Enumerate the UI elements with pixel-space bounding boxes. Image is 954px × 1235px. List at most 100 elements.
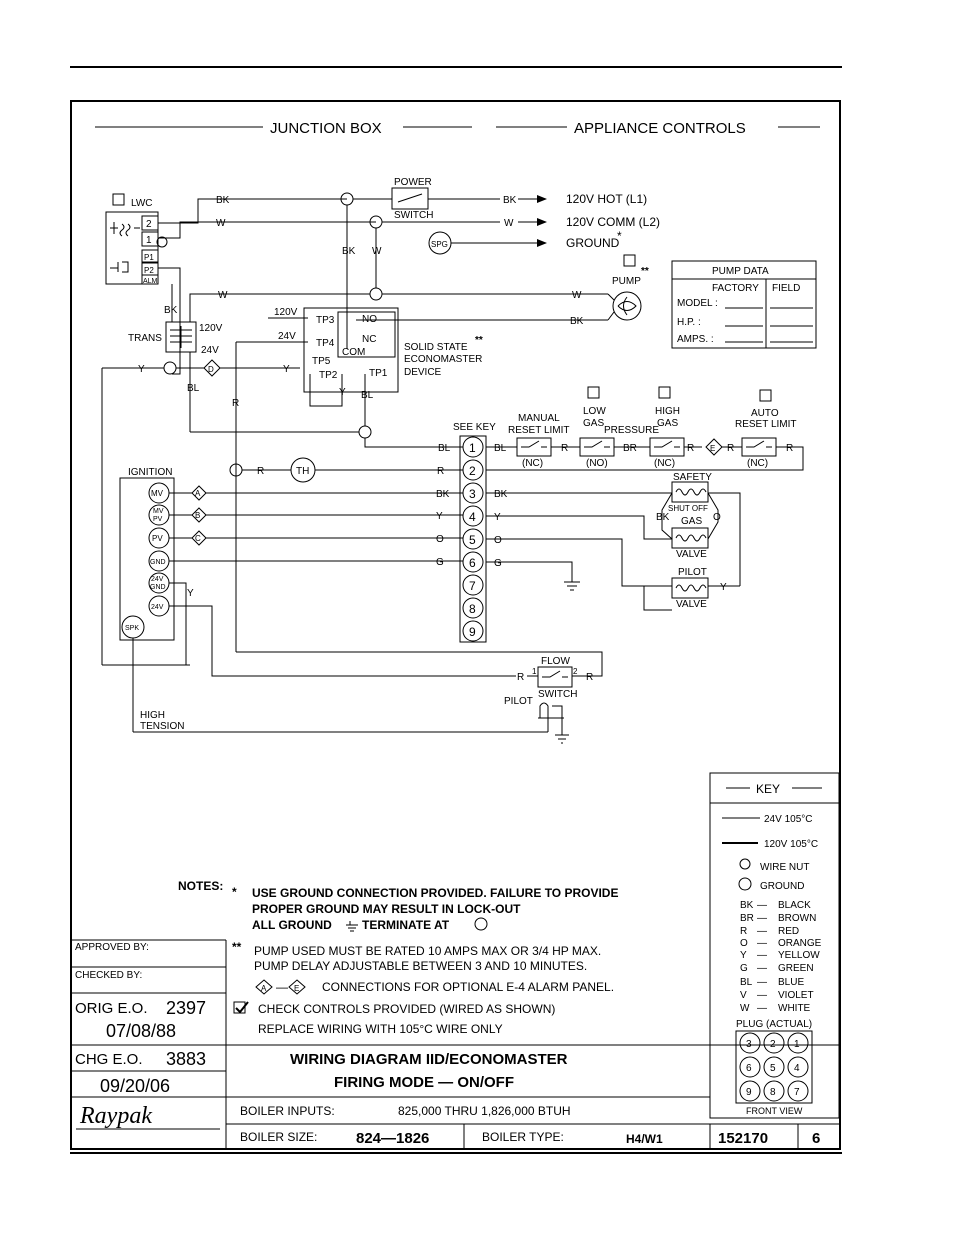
svg-text:TENSION: TENSION [140, 721, 184, 732]
svg-text:2: 2 [146, 219, 152, 230]
svg-text:SAFETY: SAFETY [673, 472, 712, 483]
svg-text:6: 6 [746, 1063, 752, 1074]
svg-text:BK: BK [570, 316, 584, 327]
svg-text:1: 1 [146, 235, 152, 246]
svg-text:TERMINATE AT: TERMINATE AT [362, 918, 450, 932]
svg-text:07/08/88: 07/08/88 [106, 1021, 176, 1041]
svg-text:TP1: TP1 [369, 368, 388, 379]
svg-text:5: 5 [770, 1063, 776, 1074]
svg-text:TH: TH [296, 466, 309, 477]
svg-text:FIELD: FIELD [772, 283, 800, 294]
svg-text:APPROVED BY:: APPROVED BY: [75, 942, 149, 953]
svg-text:VALVE: VALVE [676, 599, 707, 610]
svg-text:2: 2 [573, 667, 578, 676]
svg-text:MODEL :: MODEL : [677, 298, 718, 309]
svg-text:MV: MV [153, 508, 164, 515]
svg-text:9: 9 [746, 1087, 752, 1098]
svg-text:120V: 120V [199, 323, 223, 334]
svg-text:PLUG (ACTUAL): PLUG (ACTUAL) [736, 1019, 812, 1030]
check-icon [233, 1001, 246, 1014]
svg-text:O: O [436, 534, 444, 545]
svg-text:CHECK CONTROLS PROVIDED (WIRED: CHECK CONTROLS PROVIDED (WIRED AS SHOWN) [258, 1002, 555, 1016]
svg-text:GAS: GAS [583, 418, 604, 429]
svg-text:8: 8 [469, 602, 476, 616]
svg-text:W: W [218, 290, 228, 301]
svg-text:G: G [740, 963, 748, 974]
economaster-device: TP3 TP4 TP5 TP2 TP1 NO NC COM 120V 24V S… [274, 307, 483, 393]
pump-data-table: PUMP DATA FACTORY FIELD MODEL : H.P. : A… [671, 260, 817, 349]
svg-text:TP4: TP4 [316, 338, 335, 349]
svg-text:9: 9 [469, 625, 476, 639]
svg-text:YELLOW: YELLOW [778, 950, 820, 961]
svg-text:—: — [757, 963, 767, 974]
svg-text:(NC): (NC) [654, 458, 675, 469]
svg-text:R: R [586, 672, 593, 683]
svg-text:ORIG E.O.: ORIG E.O. [75, 1000, 148, 1017]
svg-text:BOILER TYPE:: BOILER TYPE: [482, 1130, 564, 1144]
svg-text:BL: BL [361, 390, 374, 401]
svg-text:RESET LIMIT: RESET LIMIT [508, 425, 570, 436]
svg-text:**: ** [475, 335, 483, 346]
svg-text:5: 5 [469, 533, 476, 547]
svg-text:WHITE: WHITE [778, 1003, 811, 1014]
svg-text:(NC): (NC) [747, 458, 768, 469]
title-block: APPROVED BY: CHECKED BY: ORIG E.O. 2397 … [71, 939, 840, 1149]
svg-text:—: — [757, 990, 767, 1001]
svg-text:BOILER INPUTS:: BOILER INPUTS: [240, 1104, 335, 1118]
svg-text:G: G [436, 557, 444, 568]
svg-text:Y: Y [494, 512, 501, 523]
svg-text:GROUND: GROUND [566, 236, 620, 250]
svg-text:BK: BK [740, 900, 754, 911]
svg-text:O: O [740, 938, 748, 949]
svg-text:W: W [572, 290, 582, 301]
svg-text:USE GROUND CONNECTION PROVIDED: USE GROUND CONNECTION PROVIDED. FAILURE … [252, 886, 618, 900]
svg-text:Y: Y [740, 950, 747, 961]
svg-text:ALM: ALM [143, 278, 158, 285]
svg-text:P1: P1 [144, 253, 154, 262]
svg-text:A: A [261, 984, 267, 993]
notes: NOTES: * USE GROUND CONNECTION PROVIDED.… [178, 879, 618, 1036]
svg-text:POWER: POWER [394, 177, 432, 188]
svg-text:3: 3 [469, 487, 476, 501]
svg-text:SPG: SPG [431, 240, 448, 249]
key-legend: KEY 24V 105°C 120V 105°C WIRE NUT GROUND… [709, 772, 840, 1119]
svg-text:TP2: TP2 [319, 370, 338, 381]
svg-text:BK: BK [164, 305, 178, 316]
svg-text:BL: BL [438, 443, 451, 454]
svg-text:A: A [195, 489, 201, 498]
power-switch: POWER SWITCH [391, 177, 433, 221]
svg-text:FACTORY: FACTORY [712, 283, 759, 294]
svg-text:824—1826: 824—1826 [356, 1130, 429, 1147]
svg-text:BL: BL [494, 443, 507, 454]
svg-text:ECONOMASTER: ECONOMASTER [404, 354, 482, 365]
svg-text:D: D [208, 365, 214, 374]
svg-text:REPLACE WIRING WITH 105°C WIRE: REPLACE WIRING WITH 105°C WIRE ONLY [258, 1022, 503, 1036]
svg-text:BL: BL [740, 977, 753, 988]
svg-text:—: — [276, 980, 288, 994]
svg-text:24V: 24V [201, 345, 219, 356]
svg-text:120V COMM (L2): 120V COMM (L2) [566, 215, 660, 229]
pilot-burner [538, 702, 569, 744]
svg-text:LWC: LWC [131, 198, 152, 209]
svg-text:ALL GROUND: ALL GROUND [252, 918, 332, 932]
svg-text:COM: COM [342, 347, 365, 358]
junction-box-heading: JUNCTION BOX [270, 120, 382, 137]
svg-text:Y: Y [283, 364, 290, 375]
pump: ** PUMP [612, 254, 649, 321]
svg-text:P2: P2 [144, 266, 154, 275]
svg-text:4: 4 [794, 1063, 800, 1074]
svg-text:PUMP: PUMP [612, 276, 641, 287]
svg-text:W: W [504, 218, 514, 229]
svg-text:BR: BR [740, 913, 754, 924]
svg-text:R: R [561, 443, 568, 454]
transformer: BK TRANS 120V 24V [128, 284, 223, 356]
svg-text:CONNECTIONS FOR OPTIONAL E-4 A: CONNECTIONS FOR OPTIONAL E-4 ALARM PANEL… [322, 980, 614, 994]
svg-text:24V: 24V [278, 331, 296, 342]
pilot-valve: PILOT VALVE [671, 567, 709, 610]
svg-text:—: — [757, 1003, 767, 1014]
svg-text:2: 2 [469, 464, 476, 478]
svg-text:R: R [687, 443, 694, 454]
svg-text:TRANS: TRANS [128, 333, 162, 344]
